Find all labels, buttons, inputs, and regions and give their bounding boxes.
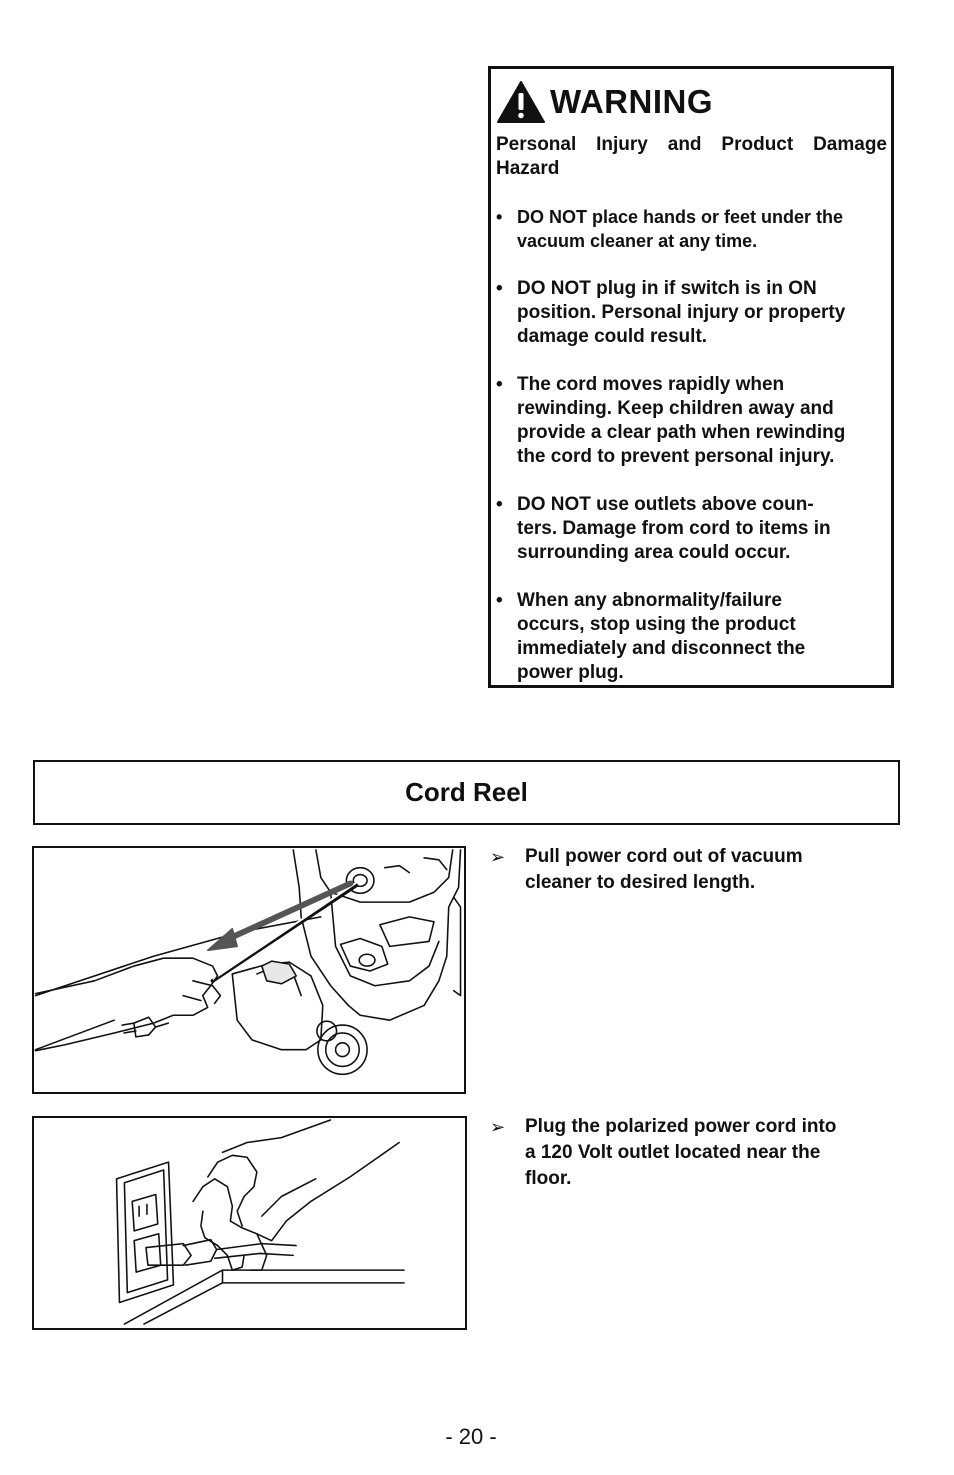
outlet-plug-illustration (115, 1119, 405, 1325)
section-title: Cord Reel (405, 777, 528, 807)
warning-item: DO NOT plug in if switch is in ON positi… (496, 277, 887, 349)
warning-box: WARNING Personal Injury and Product Dama… (488, 66, 894, 688)
arrow-bullet-icon: ➢ (490, 1117, 506, 1137)
figure-plug-outlet (32, 1116, 467, 1330)
section-header: Cord Reel (33, 760, 900, 825)
warning-list: DO NOT place hands or feet under the vac… (496, 205, 887, 685)
step-text: Plug the polarized power cord into a 120… (525, 1116, 837, 1189)
figure-pull-cord (32, 846, 466, 1094)
arrow-bullet-icon: ➢ (490, 847, 506, 867)
vacuum-cord-illustration (34, 849, 462, 1076)
warning-header: WARNING (496, 73, 887, 131)
page-number: - 20 - (445, 1424, 497, 1449)
step-pull-cord: ➢ Pull power cord out of vacuum cleaner … (490, 844, 910, 896)
warning-item: DO NOT use outlets above coun- ters. Dam… (496, 493, 887, 565)
warning-triangle-icon (497, 81, 545, 123)
warning-subtitle: Personal Injury and Product Damage Hazar… (496, 134, 887, 179)
step-plug-in: ➢ Plug the polarized power cord into a 1… (490, 1114, 910, 1192)
warning-item: The cord moves rapidly when rewinding. K… (496, 373, 887, 469)
step-text: Pull power cord out of vacuum cleaner to… (525, 846, 803, 893)
warning-title: WARNING (550, 83, 713, 120)
warning-item: DO NOT place hands or feet under the vac… (496, 205, 887, 253)
warning-item: When any abnormality/failure occurs, sto… (496, 589, 887, 685)
